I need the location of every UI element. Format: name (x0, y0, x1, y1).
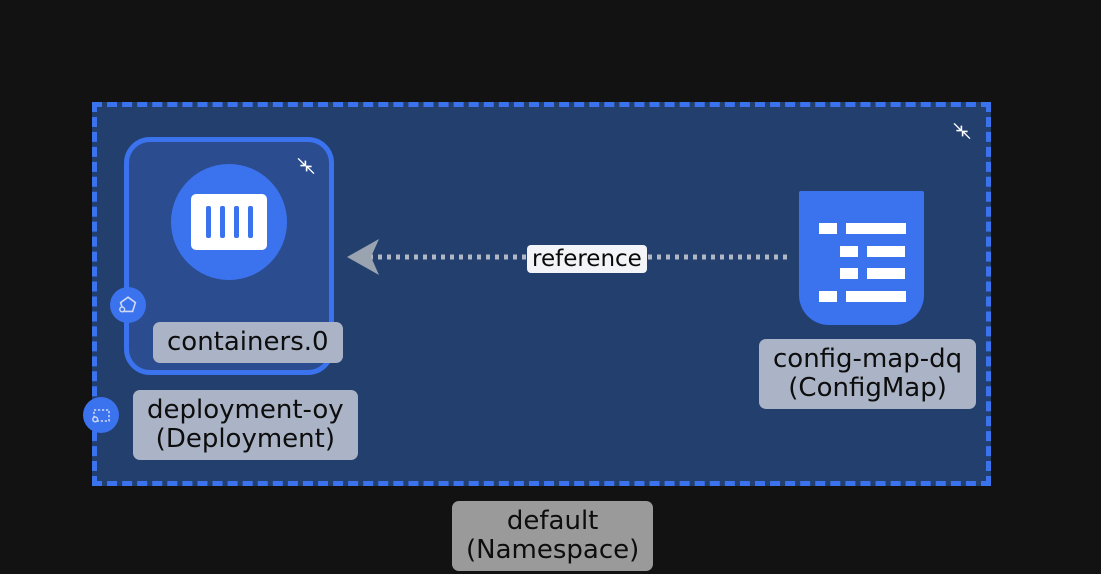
namespace-group-default[interactable]: reference containers.0 (83, 102, 991, 486)
collapse-icon[interactable] (952, 121, 972, 141)
deployment-card[interactable]: containers.0 (124, 137, 343, 375)
collapse-icon[interactable] (296, 156, 316, 176)
namespace-dashed-rect-icon[interactable] (83, 397, 119, 433)
namespace-label[interactable]: default (Namespace) (452, 501, 654, 572)
container-pentagon-icon[interactable] (110, 287, 146, 323)
configmap-label[interactable]: config-map-dq (ConfigMap) (759, 339, 977, 410)
edge-label-reference: reference (527, 245, 647, 273)
configmap-list-icon (799, 191, 924, 325)
containers-label[interactable]: containers.0 (153, 322, 343, 364)
left-arrow-icon (347, 239, 379, 275)
deployment-bars-icon (171, 164, 287, 280)
deployment-label[interactable]: deployment-oy (Deployment) (133, 390, 358, 461)
configmap-node[interactable] (799, 191, 924, 325)
